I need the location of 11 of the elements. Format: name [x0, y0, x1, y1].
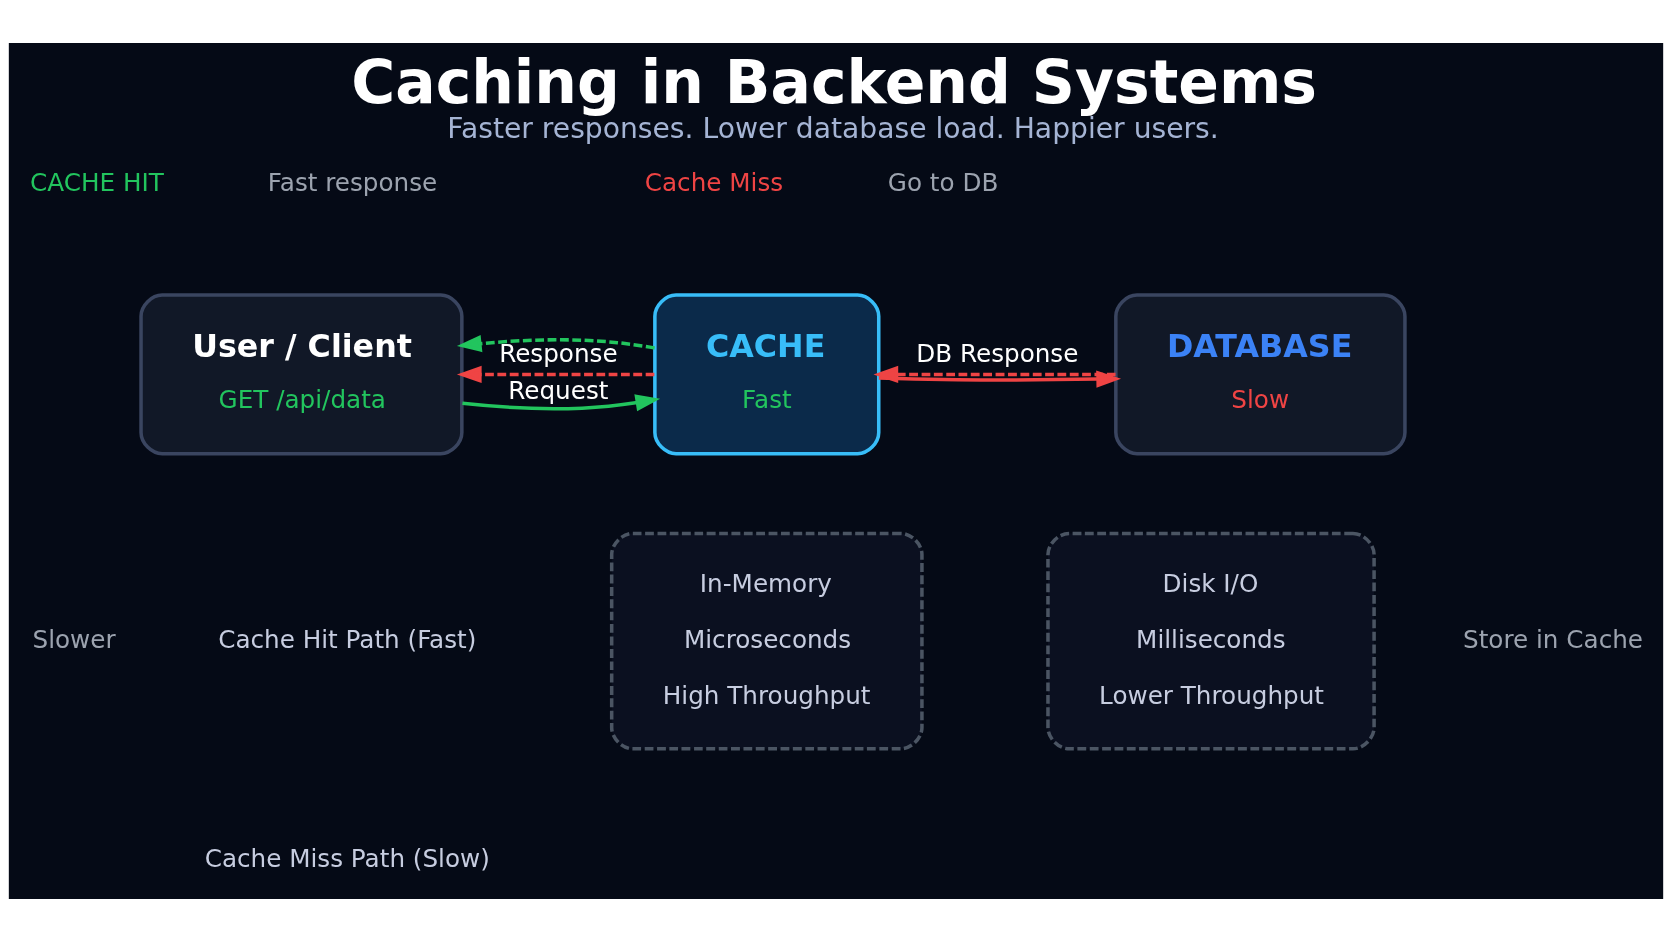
label: Fast response	[267, 167, 438, 197]
edge-label: DB Response	[916, 338, 1079, 368]
legend-label: Cache Miss Path (Slow)	[204, 843, 490, 873]
label: Slower	[32, 624, 116, 654]
label: Cache Miss	[644, 167, 784, 197]
label: CACHE HIT	[30, 167, 164, 197]
edge-label: Request	[508, 375, 609, 405]
label: Go to DB	[887, 167, 999, 197]
edge-label: Response	[499, 338, 618, 368]
label: Store in Cache	[1463, 624, 1644, 654]
legend-label: Cache Hit Path (Fast)	[218, 624, 477, 654]
